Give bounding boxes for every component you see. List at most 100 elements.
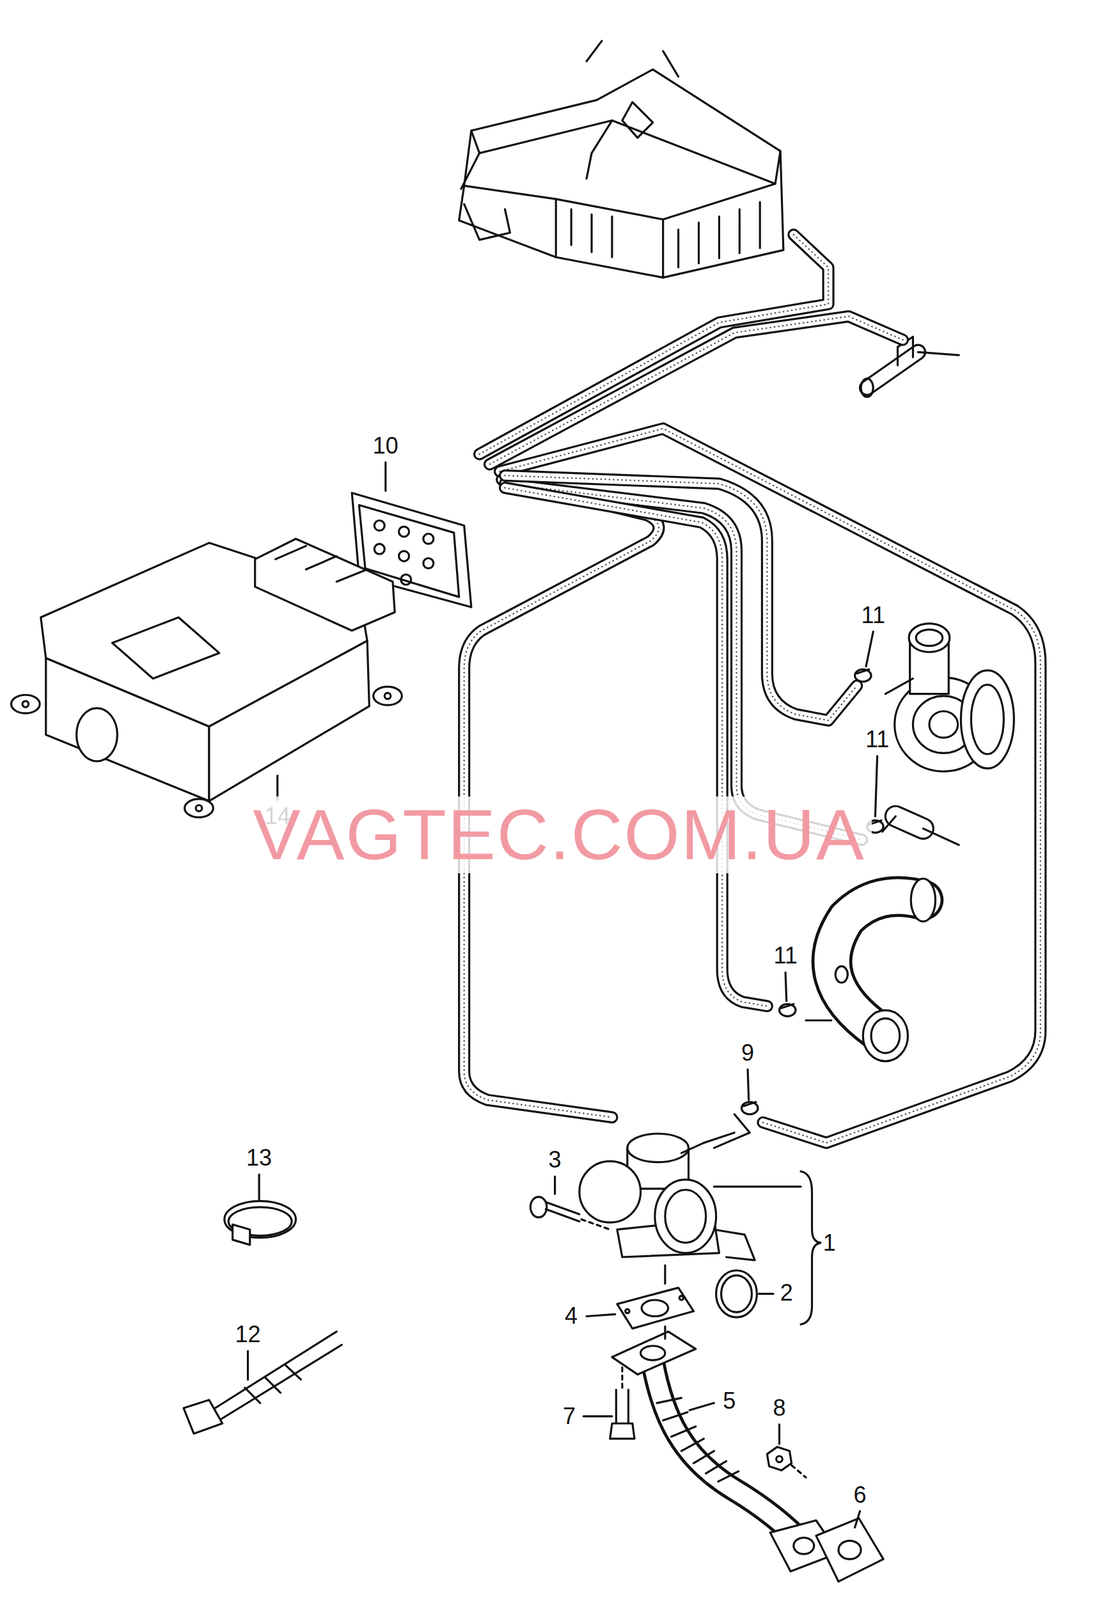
egr-valve: [713, 1229, 755, 1260]
intake-pipe: [832, 896, 924, 1031]
clamps: [781, 1003, 794, 1008]
wiring-harness-connector: [399, 526, 410, 537]
filter-pipe-valve: [867, 351, 919, 388]
leader-lines: [586, 1313, 616, 1316]
gasket-6: [838, 1540, 861, 1559]
leader-lines: [258, 1174, 261, 1200]
leader-lines: [785, 972, 787, 1001]
leader-lines: [663, 1325, 666, 1339]
turbocharger: [915, 629, 943, 646]
o-ring-2: [721, 1275, 753, 1312]
leader-lines: [553, 1176, 556, 1194]
egr-pipe: [612, 1330, 696, 1374]
vacuum-hose: [479, 234, 829, 455]
leader-lines: [800, 1171, 822, 1324]
control-unit: [255, 538, 396, 631]
intake-pipe: [805, 878, 936, 1061]
egr-valve: [681, 1142, 704, 1153]
callout-number: 9: [739, 1039, 756, 1066]
gasket-4: [679, 1295, 684, 1300]
leader-lines: [713, 1114, 750, 1149]
control-unit: [195, 804, 203, 811]
cable-tie-12: [183, 1330, 342, 1433]
turbocharger: [885, 678, 913, 694]
bolt-3: [530, 1196, 547, 1218]
wiring-harness-connector: [374, 520, 385, 531]
egr-pipe: [612, 1330, 839, 1571]
turbocharger: [960, 670, 1014, 769]
nut-8: [791, 1464, 806, 1477]
bolt-7: [621, 1366, 623, 1388]
wiring-harness-connector: [423, 558, 434, 569]
vacuum-hose: [499, 428, 1040, 1143]
callout-number: 1: [821, 1229, 838, 1256]
air-filter: [461, 120, 776, 220]
vacuum-hose: [499, 428, 1040, 1143]
control-unit: [184, 798, 214, 818]
leader-lines: [248, 462, 878, 1528]
air-filter: [471, 120, 781, 184]
control-unit: [111, 617, 219, 679]
control-unit: [384, 692, 391, 700]
filter-pipe-valve: [860, 336, 959, 397]
air-filter: [459, 40, 784, 278]
leader-lines: [778, 1424, 781, 1444]
control-unit: [22, 700, 29, 708]
callout-number: 11: [863, 726, 891, 753]
callout-number: 11: [859, 602, 888, 629]
turbocharger: [970, 684, 1004, 754]
intake-pipe: [832, 896, 924, 1031]
control-unit: [46, 658, 210, 801]
intake-pipe: [910, 878, 936, 922]
leader-lines: [866, 631, 874, 666]
clamps: [741, 1102, 758, 1115]
air-filter: [622, 102, 654, 139]
intake-pipe: [862, 1009, 908, 1062]
filter-pipe-valve: [867, 351, 919, 388]
wiring-harness-connector: [423, 533, 434, 544]
clamps: [779, 1003, 796, 1016]
air-filter: [464, 204, 511, 240]
pressure-valve: [922, 828, 959, 845]
callout-number: 6: [851, 1481, 868, 1508]
leader-lines: [689, 1402, 714, 1410]
callout-number: 11: [771, 942, 799, 969]
vacuum-hose: [504, 475, 857, 721]
leader-lines: [759, 1292, 774, 1295]
egr-valve: [654, 1179, 717, 1253]
filter-pipe-valve: [917, 351, 959, 355]
hose-clamp-13: [224, 1200, 297, 1245]
callout-number: 7: [560, 1403, 578, 1429]
clamps: [857, 669, 870, 673]
pressure-valve: [895, 816, 923, 829]
egr-valve: [627, 1133, 689, 1163]
bolt-7: [610, 1423, 635, 1439]
callout-number: 4: [562, 1302, 580, 1329]
control-unit: [11, 538, 403, 817]
vacuum-hose: [504, 483, 862, 840]
callout-number: 12: [233, 1321, 263, 1347]
nut-8: [776, 1455, 783, 1463]
intake-pipe: [805, 1018, 832, 1021]
callout-number: 13: [244, 1144, 274, 1171]
callout-number: 10: [370, 433, 401, 459]
gasket-4: [617, 1287, 694, 1329]
nut-8: [766, 1446, 792, 1471]
leader-lines: [246, 1350, 249, 1380]
watermark: VAGTEC.COM.UA: [246, 796, 872, 874]
clamps: [741, 669, 884, 1114]
control-unit: [373, 686, 403, 705]
clamps: [743, 1102, 756, 1106]
cable-tie-12: [198, 1330, 342, 1426]
vacuum-hose: [479, 234, 829, 455]
vacuum-hose: [504, 487, 767, 1006]
vacuum-hose: [504, 483, 862, 840]
cable-tie-12: [183, 1399, 223, 1434]
wiring-harness-connector: [401, 574, 412, 585]
vacuum-hose: [504, 475, 857, 721]
egr-pipe: [653, 1361, 806, 1546]
egr-valve: [665, 1189, 707, 1243]
bolt-3: [545, 1201, 580, 1221]
egr-pipe: [793, 1537, 815, 1555]
